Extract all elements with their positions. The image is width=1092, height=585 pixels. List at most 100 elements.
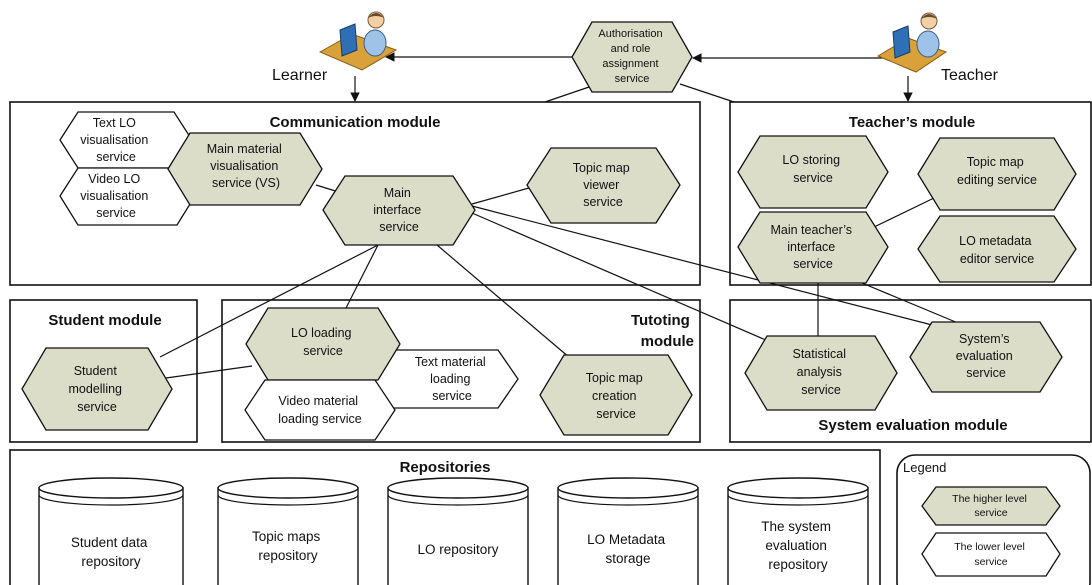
main-interface-to-topic-map-creation-line <box>436 244 571 359</box>
main-material-visualisation-label: Main material visualisation service (VS) <box>207 142 286 190</box>
label-line: service <box>96 206 136 220</box>
systems-evaluation-label: System’s evaluation service <box>956 332 1016 380</box>
legend-higher-label: The higher level service <box>952 493 1030 519</box>
statistical-analysis-hexagon <box>744 335 898 411</box>
authorisation-hexagon <box>571 21 693 93</box>
legend-lower-label: The lower level service <box>954 541 1028 568</box>
label-line: service <box>596 407 636 421</box>
label-line: service <box>303 344 343 358</box>
label-line: modelling <box>69 382 123 396</box>
communication-module-title: Communication module <box>270 114 441 131</box>
label-line: service <box>974 556 1007 568</box>
label-line: creation <box>592 389 637 403</box>
label-line: editing service <box>957 173 1037 187</box>
connections <box>159 52 959 379</box>
main-material-visualisation-service: Main material visualisation service (VS) <box>167 132 323 206</box>
teacher-hair <box>921 14 937 19</box>
label-line: Main <box>384 186 411 200</box>
label-line: service (VS) <box>212 176 280 190</box>
topic-map-creation-label: Topic map creation service <box>586 371 646 421</box>
label-line: Topic maps <box>252 529 321 544</box>
auth-to-teachers-module-line <box>679 83 735 103</box>
cylinder-rim <box>727 494 869 506</box>
label-line: service <box>432 389 472 403</box>
video-lo-visualisation-label: Video LO visualisation service <box>80 172 152 220</box>
cylinder-rim <box>38 494 184 506</box>
lo-loading-service: LO loading service <box>245 307 401 381</box>
system-evaluation-module-title: System evaluation module <box>818 417 1007 434</box>
main-teacher-interface-label: Main teacher’s interface service <box>770 223 855 271</box>
label-line: editor service <box>960 252 1034 266</box>
main-interface-to-student-modelling-line <box>159 244 379 358</box>
label-line: The lower level <box>954 541 1025 553</box>
label-line: evaluation <box>765 538 827 553</box>
main-teacher-interface-service: Main teacher’s interface service <box>737 211 889 284</box>
label-line: service <box>966 366 1006 380</box>
label-line: storage <box>605 551 650 566</box>
topic-map-creation-hexagon <box>539 354 693 436</box>
tutoring-module-title-line: Tutoting <box>631 312 690 329</box>
label-line: visualisation <box>80 133 148 147</box>
label-line: System’s <box>959 332 1009 346</box>
cylinder-top <box>387 477 529 499</box>
topic-map-creation-service: Topic map creation service <box>539 354 693 436</box>
topic-map-editing-label: Topic map editing service <box>957 155 1037 187</box>
text-material-loading-label: Text material loading service <box>415 355 489 403</box>
topic-maps-repository: Topic maps repository <box>217 477 359 585</box>
cylinder-top <box>727 477 869 499</box>
label-line: Main material <box>207 142 282 156</box>
label-line: Student data <box>71 535 148 550</box>
label-line: Main teacher’s <box>770 223 852 237</box>
main-interface-to-statistical-line <box>471 212 769 342</box>
main-interface-service: Main interface service <box>322 175 476 246</box>
label-line: LO Metadata <box>587 532 666 547</box>
lo-metadata-editor-service: LO metadata editor service <box>917 215 1077 283</box>
label-line: visualisation <box>80 189 148 203</box>
systems-evaluation-hexagon <box>909 321 1063 393</box>
lo-repository: LO repository <box>387 477 529 585</box>
main-interface-to-systems-evaluation-line <box>471 205 937 327</box>
student-modelling-hexagon <box>21 347 173 431</box>
video-material-loading-label: Video material loading service <box>278 394 361 426</box>
label-line: loading service <box>278 412 361 426</box>
label-line: visualisation <box>210 159 278 173</box>
cylinder-rim <box>557 494 699 506</box>
text-lo-visualisation-service: Text LO visualisation service <box>59 111 193 169</box>
lo-metadata-storage: LO Metadata storage <box>557 477 699 585</box>
label-line: LO loading <box>291 326 352 340</box>
legend-box <box>896 454 1091 585</box>
teacher-interface-to-topic-map-editing-line <box>871 197 935 229</box>
label-line: service <box>801 383 841 397</box>
label-line: service <box>77 400 117 414</box>
topic-map-editing-service: Topic map editing service <box>917 137 1077 211</box>
label-line: service <box>379 220 419 234</box>
topic-map-viewer-label: Topic map viewer service <box>573 161 633 209</box>
label-line: assignment <box>602 58 658 70</box>
legend-higher-hexagon <box>921 486 1061 526</box>
repositories-box <box>9 449 881 585</box>
label-line: Student <box>74 364 118 378</box>
authorisation-label: Authorisation and role assignment servic… <box>598 28 665 85</box>
tutoring-module-title-line: module <box>641 333 694 350</box>
teacher-label: Teacher <box>941 67 999 84</box>
lo-metadata-storage-label: LO Metadata storage <box>587 532 669 566</box>
system-evaluation-module-box <box>729 299 1092 443</box>
label-line: viewer <box>583 178 619 192</box>
label-line: and role <box>611 43 651 55</box>
topic-map-viewer-service: Topic map viewer service <box>526 147 681 224</box>
system-evaluation-repository: The system evaluation repository <box>727 477 869 585</box>
cylinder-rim <box>387 494 529 506</box>
label-line: Video LO <box>88 172 140 186</box>
lo-metadata-editor-hexagon <box>917 215 1077 283</box>
statistical-analysis-service: Statistical analysis service <box>744 335 898 411</box>
label-line: repository <box>81 554 141 569</box>
lo-metadata-editor-label: LO metadata editor service <box>959 234 1035 266</box>
label-line: service <box>793 257 833 271</box>
teacher-body <box>916 30 940 58</box>
student-modelling-service: Student modelling service <box>21 347 173 431</box>
system-evaluation-repository-label: The system evaluation repository <box>761 519 835 572</box>
legend-lower-hexagon <box>921 532 1061 577</box>
label-line: Authorisation <box>598 28 662 40</box>
teachers-module-title: Teacher’s module <box>849 114 975 131</box>
